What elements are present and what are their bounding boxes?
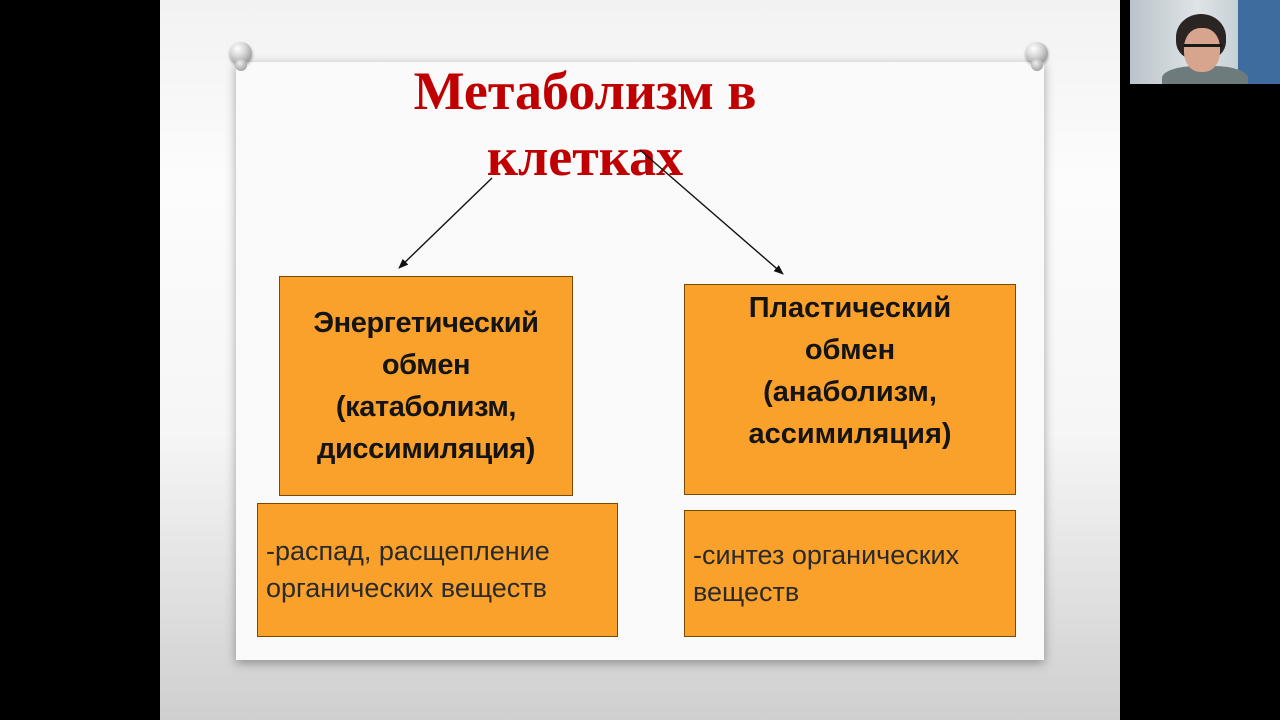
plastic-line-2: обмен (804, 334, 896, 366)
slide-title: Метаболизм в клетках (413, 61, 757, 187)
plastic-desc-line-1: -синтез органических (693, 539, 960, 570)
plastic-exchange-box: Пластический обмен (анаболизм, ассимиляц… (684, 284, 1016, 495)
energy-desc-line-1: -распад, расщепление (266, 536, 550, 566)
plastic-line-4: ассимиляция) (748, 418, 952, 450)
plastic-description-box: -синтез органических веществ (684, 510, 1016, 637)
webcam-thumbnail (1130, 0, 1280, 84)
energy-line-4: диссимиляция) (317, 433, 535, 465)
webcam-person-body (1162, 66, 1248, 84)
pushpin-icon (1026, 42, 1048, 71)
webcam-person-face (1184, 28, 1220, 72)
plastic-desc-line-2: веществ (693, 576, 800, 607)
webcam-background (1238, 0, 1280, 84)
slide-area: Метаболизм в клетках Энергетический обме… (160, 0, 1120, 720)
glasses-icon (1184, 44, 1222, 54)
energy-desc-line-2: органических веществ (266, 573, 547, 603)
energy-line-1: Энергетический (313, 307, 539, 339)
energy-description-box: -распад, расщепление органических вещест… (257, 503, 618, 637)
energy-line-2: обмен (381, 349, 471, 381)
energy-exchange-box: Энергетический обмен (катаболизм, диссим… (279, 276, 573, 496)
plastic-line-3: (анаболизм, (763, 376, 937, 408)
plastic-line-1: Пластический (748, 292, 952, 324)
energy-line-3: (катаболизм, (335, 391, 517, 423)
pushpin-icon (230, 42, 252, 71)
